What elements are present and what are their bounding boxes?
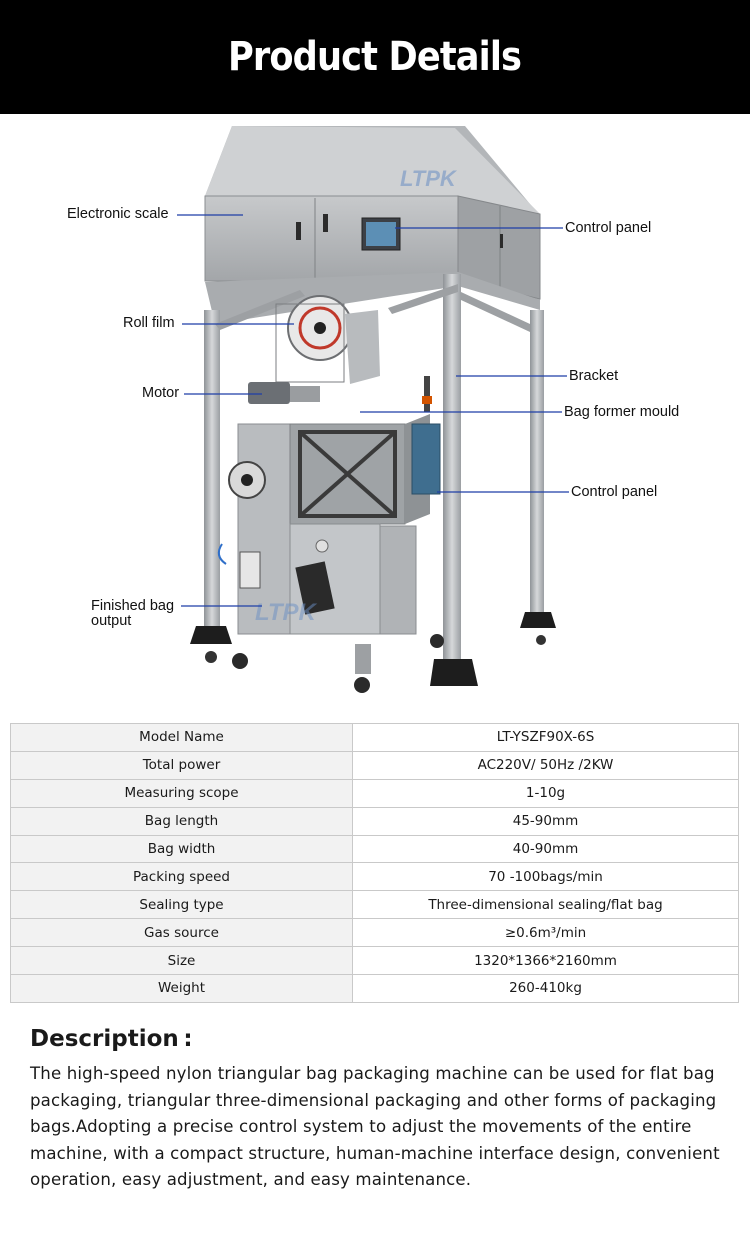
- spec-label: Weight: [10, 974, 353, 1003]
- roll-film-assembly: [275, 295, 380, 384]
- machine-figure: LTPK: [0, 114, 750, 720]
- spec-label: Model Name: [10, 723, 353, 752]
- spec-value: 45-90mm: [352, 806, 739, 836]
- callout-motor: Motor: [142, 385, 180, 401]
- scale-enclosure: LTPK: [204, 126, 541, 304]
- callout-finished-bag: Finished bag output: [91, 599, 174, 629]
- spec-label: Gas source: [10, 918, 353, 948]
- spec-label: Sealing type: [10, 890, 353, 920]
- packaging-cabinet: LTPK: [217, 414, 444, 693]
- spec-value: 70 -100bags/min: [352, 862, 739, 892]
- table-row: Gas source≥0.6m³/min: [10, 918, 739, 948]
- watermark-bottom: LTPK: [255, 599, 318, 626]
- spec-value: 1320*1366*2160mm: [352, 946, 739, 976]
- spec-label: Total power: [10, 750, 353, 780]
- callout-bag-former-mould: Bag former mould: [564, 404, 680, 420]
- leg-right: [530, 310, 544, 616]
- spec-value: AC220V/ 50Hz /2KW: [352, 750, 739, 780]
- spec-label: Bag length: [10, 806, 353, 836]
- callout-lines: [177, 214, 569, 607]
- leg-center: [443, 274, 461, 674]
- spec-label: Bag width: [10, 834, 353, 864]
- callout-bracket: Bracket: [569, 368, 619, 384]
- spec-value: Three-dimensional sealing/flat bag: [352, 890, 739, 920]
- page-title: Product Details: [228, 34, 522, 80]
- callout-electronic-scale: Electronic scale: [67, 206, 169, 222]
- spec-value: LT-YSZF90X-6S: [352, 723, 739, 752]
- spec-label: Measuring scope: [10, 778, 353, 808]
- motor-body: [248, 382, 290, 404]
- description-title: Description :: [30, 1026, 193, 1052]
- spec-value: 260-410kg: [352, 974, 739, 1003]
- machine-illustration: LTPK: [177, 126, 569, 693]
- callout-finished-bag-line1: Finished bag: [91, 598, 175, 614]
- callout-control-panel-side: Control panel: [571, 484, 658, 500]
- callout-control-panel-top: Control panel: [565, 220, 652, 236]
- header-banner: Product Details: [0, 0, 750, 114]
- spec-label: Packing speed: [10, 862, 353, 892]
- leg-left: [204, 310, 220, 628]
- callout-finished-bag-line2: output: [91, 613, 132, 629]
- description-text: The high-speed nylon triangular bag pack…: [30, 1064, 720, 1189]
- spec-value: 1-10g: [352, 778, 739, 808]
- callout-roll-film: Roll film: [123, 315, 175, 331]
- spec-value: 40-90mm: [352, 834, 739, 864]
- watermark-top: LTPK: [400, 166, 458, 191]
- spec-label: Size: [10, 946, 353, 976]
- spec-value: ≥0.6m³/min: [352, 918, 739, 948]
